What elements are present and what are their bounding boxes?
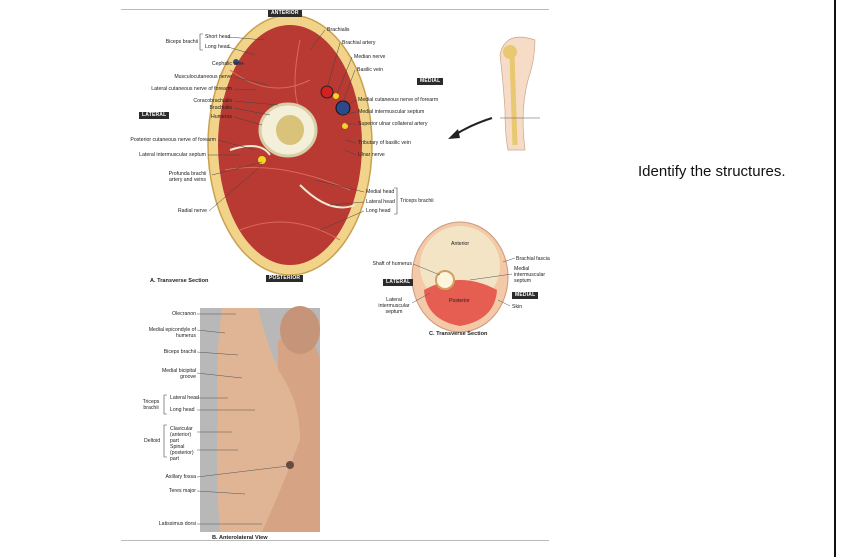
label-medial-bicipital-groove: Medial bicipital groove xyxy=(161,368,196,380)
head-shape xyxy=(280,306,320,354)
label-medial-septum-c: Medial intermuscular septum xyxy=(514,266,546,284)
label-musculocutaneous-nerve: Musculocutaneous nerve xyxy=(174,74,232,80)
panel-divider xyxy=(834,0,836,557)
muscle-texture xyxy=(224,39,351,241)
label-medial-intermuscular-septum: Medial intermuscular septum xyxy=(358,109,425,115)
arm-bone xyxy=(509,54,518,146)
label-long-head-biceps: Long head xyxy=(205,44,230,50)
caption-c: C. Transverse Section xyxy=(429,331,488,337)
label-skin-c: Skin xyxy=(512,304,523,310)
caption-b: B. Anterolateral View xyxy=(212,535,268,541)
deltoid-bracket-b xyxy=(163,424,167,458)
label-spinal-part: Spinal (posterior) part xyxy=(170,444,194,462)
label-lateral-head: Lateral head xyxy=(366,199,395,205)
label-brachial-fascia: Brachial fascia xyxy=(516,256,550,262)
basilic-vein-shape xyxy=(335,100,351,116)
axillary-fossa-mark xyxy=(286,461,294,469)
biceps-bracket xyxy=(199,33,203,51)
label-long-head-b: Long head xyxy=(170,407,195,413)
arm-skin xyxy=(216,308,305,532)
label-superior-ulnar-collateral: Superior ulnar collateral artery xyxy=(358,121,428,127)
caption-a: A. Transverse Section xyxy=(150,278,209,284)
label-axillary-fossa: Axillary fossa xyxy=(165,474,196,480)
label-clavicular-part: Clavicular (anterior) part xyxy=(170,426,193,444)
label-basilic-vein: Basilic vein xyxy=(357,67,383,73)
label-tributary-basilic: Tributary of basilic vein xyxy=(358,140,411,146)
arm-shoulder-joint xyxy=(503,45,517,59)
label-brachialis-right: Brachialis xyxy=(327,27,350,33)
tag-anterior: ANTERIOR xyxy=(268,10,302,17)
label-olecranon: Olecranon xyxy=(172,311,196,317)
label-posterior-cutaneous-nerve: Posterior cutaneous nerve of forearm xyxy=(130,137,216,143)
cephalic-vein-shape xyxy=(233,59,239,65)
label-medial-cutaneous-nerve: Medial cutaneous nerve of forearm xyxy=(358,97,439,103)
top-rule xyxy=(121,9,549,10)
pointer-arrowhead xyxy=(448,129,460,139)
label-radial-nerve: Radial nerve xyxy=(177,208,207,214)
triceps-bracket-b xyxy=(163,394,167,415)
tag-medial-c: MEDIAL xyxy=(512,292,539,299)
label-posterior-c: Posterior xyxy=(449,298,470,304)
label-brachialis-left: Brachialis xyxy=(209,105,233,111)
label-medial-epicondyle: Medial epicondyle of humerus xyxy=(148,327,196,339)
label-lateral-head-b: Lateral head xyxy=(170,395,199,401)
bottom-rule xyxy=(121,540,549,541)
label-long-head-triceps: Long head xyxy=(366,208,391,214)
radial-nerve-shape xyxy=(258,156,266,164)
brachial-artery-shape xyxy=(320,85,334,99)
tag-lateral-c: LATERAL xyxy=(383,279,414,286)
label-coracobrachialis: Coracobrachialis xyxy=(193,98,232,104)
label-deltoid: Deltoid xyxy=(144,438,161,444)
label-median-nerve: Median nerve xyxy=(354,54,386,60)
label-ulnar-nerve: Ulnar nerve xyxy=(358,152,385,158)
label-brachial-artery: Brachial artery xyxy=(342,40,376,46)
torso-skin xyxy=(262,337,320,532)
label-biceps-brachii-b: Biceps brachii xyxy=(163,349,196,355)
label-lateral-intermuscular-septum: Lateral intermuscular septum xyxy=(139,152,206,158)
label-shaft-of-humerus: Shaft of humerus xyxy=(372,261,412,267)
label-triceps-brachii-b: Triceps brachii xyxy=(142,399,160,411)
ulnar-nerve-shape xyxy=(342,123,348,129)
label-humerus: Humerus xyxy=(210,114,232,120)
humerus-marrow xyxy=(276,115,304,145)
label-profunda-brachii: Profunda brachii artery and veins xyxy=(168,171,207,183)
tag-medial: MEDIAL xyxy=(417,78,444,85)
label-cephalic-vein: Cephalic vein xyxy=(211,61,243,67)
tag-lateral: LATERAL xyxy=(139,112,170,119)
arm-figure xyxy=(499,36,536,151)
label-biceps-brachii: Biceps brachii xyxy=(165,39,198,45)
median-nerve-shape xyxy=(333,93,339,99)
section-c-posterior xyxy=(424,280,497,326)
section-c-humerus xyxy=(435,270,455,290)
question-prompt: Identify the structures. xyxy=(638,163,786,180)
label-latissimus-dorsi: Latissimus dorsi xyxy=(158,521,196,527)
fascia-septum xyxy=(229,145,356,209)
tag-posterior: POSTERIOR xyxy=(266,275,304,282)
triceps-bracket xyxy=(394,187,398,215)
label-teres-major: Teres major xyxy=(168,488,196,494)
label-triceps-brachii: Triceps brachii xyxy=(400,198,434,204)
label-short-head: Short head xyxy=(205,34,231,40)
label-anterior-c: Anterior xyxy=(451,241,470,247)
label-lateral-cutaneous-nerve: Lateral cutaneous nerve of forearm xyxy=(151,86,232,92)
label-medial-head: Medial head xyxy=(366,189,395,195)
label-lateral-septum-c: Lateral intermuscular septum xyxy=(378,297,410,315)
